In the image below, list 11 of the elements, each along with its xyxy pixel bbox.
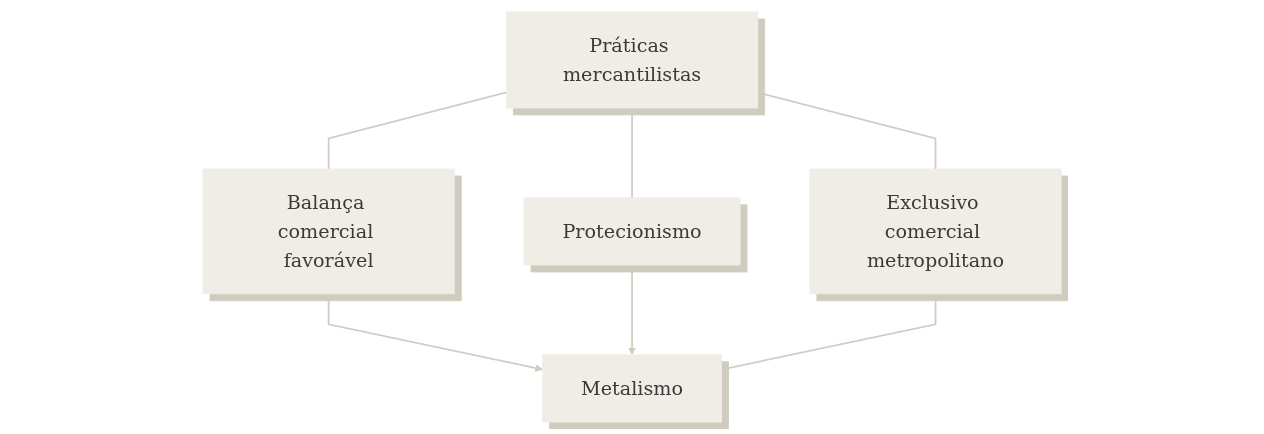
arrow — [628, 264, 636, 356]
node-box: Metalismo — [542, 354, 722, 423]
connector — [756, 91, 937, 170]
node-box: Balança comercial favorável — [202, 168, 455, 295]
arrow — [721, 292, 937, 372]
node-box: Protecionismo — [523, 197, 741, 266]
node-box: Exclusivo comercial metropolitano — [809, 168, 1062, 295]
node-box: Práticas mercantilistas — [505, 11, 759, 109]
connector — [327, 91, 508, 170]
connector — [631, 107, 633, 199]
arrow — [327, 292, 543, 372]
